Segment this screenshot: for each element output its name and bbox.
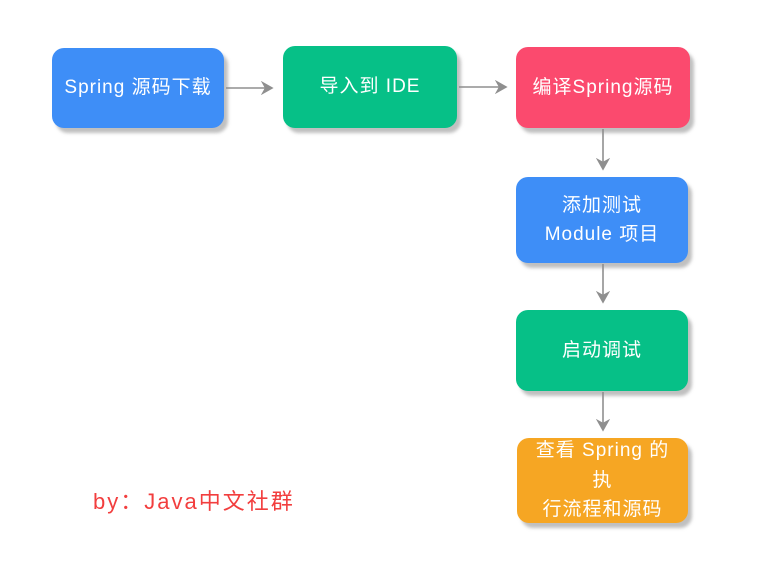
flow-node-add-test-module: 添加测试 Module 项目 [516, 177, 688, 263]
flow-node-import-to-ide: 导入到 IDE [283, 46, 457, 128]
credit-text: by：Java中文社群 [93, 489, 295, 514]
flow-node-view-spring-flow: 查看 Spring 的执 行流程和源码 [517, 438, 688, 523]
flow-node-spring-source-download: Spring 源码下载 [52, 48, 224, 128]
flow-node-start-debug: 启动调试 [516, 310, 688, 391]
flow-node-compile-spring-source: 编译Spring源码 [516, 47, 690, 128]
